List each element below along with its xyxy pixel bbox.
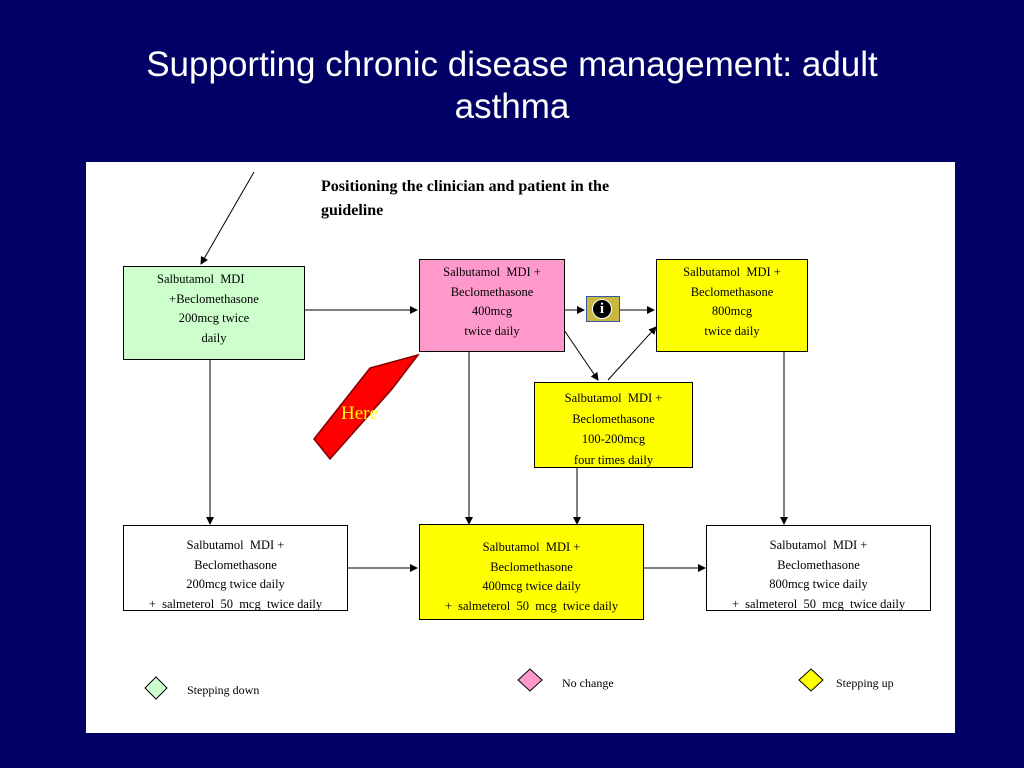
box-line: twice daily bbox=[704, 323, 760, 338]
legend-no-change-swatch bbox=[517, 668, 543, 692]
slide-title: Supporting chronic disease management: a… bbox=[0, 44, 1024, 128]
step-box-yellow-mid: Salbutamol MDI + Beclomethasone 100-200m… bbox=[534, 382, 693, 468]
box-line: Beclomethasone bbox=[194, 557, 277, 572]
box-line: Beclomethasone bbox=[490, 559, 573, 574]
legend-stepping-up-swatch bbox=[798, 668, 824, 692]
box-line: Beclomethasone bbox=[690, 284, 774, 299]
legend-stepping-down-swatch bbox=[144, 676, 168, 700]
arrow-mid-to-yellow bbox=[607, 326, 657, 381]
diagram-heading-line-2: guideline bbox=[321, 202, 384, 219]
slide-title-line-1: Supporting chronic disease management: a… bbox=[146, 45, 878, 84]
legend-stepping-up-label: Stepping up bbox=[836, 676, 894, 690]
box-line: + salmeterol 50 mcg twice daily bbox=[731, 596, 906, 611]
box-line: Salbutamol MDI + bbox=[564, 391, 663, 405]
diagram-heading: Positioning the clinician and patient in… bbox=[321, 175, 721, 223]
box-line: Salbutamol MDI + bbox=[769, 538, 868, 552]
box-line: + salmeterol 50 mcg twice daily bbox=[148, 596, 323, 611]
box-line: +Beclomethasone bbox=[169, 291, 259, 306]
info-icon[interactable]: i bbox=[592, 299, 612, 319]
legend-stepping-down-label: Stepping down bbox=[187, 683, 260, 697]
box-line: Salbutamol MDI + bbox=[482, 540, 581, 554]
box-line: + salmeterol 50 mcg twice daily bbox=[444, 598, 619, 613]
box-line: 800mcg twice daily bbox=[769, 577, 868, 591]
step-box-bottom-right: Salbutamol MDI + Beclomethasone 800mcg t… bbox=[706, 525, 931, 611]
step-box-pink: Salbutamol MDI + Beclomethasone 400mcg t… bbox=[419, 259, 565, 352]
box-line: Salbutamol MDI bbox=[157, 272, 245, 286]
box-line: 200mcg twice bbox=[178, 311, 250, 325]
box-line: daily bbox=[201, 330, 227, 345]
box-line: 400mcg bbox=[471, 304, 513, 318]
box-line: 400mcg twice daily bbox=[482, 579, 581, 593]
step-box-bottom-mid: Salbutamol MDI + Beclomethasone 400mcg t… bbox=[419, 524, 644, 620]
entry-arrow bbox=[200, 171, 255, 265]
here-pointer-label: Here bbox=[341, 403, 378, 424]
connector-arrows: Here bbox=[144, 171, 824, 700]
box-line: Salbutamol MDI + bbox=[683, 265, 781, 279]
step-box-green: Salbutamol MDI +Beclomethasone 200mcg tw… bbox=[123, 266, 305, 360]
arrow-pink-to-mid bbox=[563, 329, 599, 381]
box-line: Salbutamol MDI + bbox=[186, 538, 285, 552]
legend-no-change-label: No change bbox=[562, 676, 614, 690]
guideline-diagram: Here Positioning the clinician and patie… bbox=[86, 162, 955, 733]
step-box-bottom-left: Salbutamol MDI + Beclomethasone 200mcg t… bbox=[123, 525, 348, 611]
box-line: 100-200mcg bbox=[581, 432, 646, 446]
diagram-heading-line-1: Positioning the clinician and patient in… bbox=[321, 178, 610, 195]
box-line: twice daily bbox=[464, 323, 520, 338]
box-line: Beclomethasone bbox=[450, 284, 534, 299]
info-button[interactable]: i bbox=[586, 296, 620, 322]
box-line: Beclomethasone bbox=[777, 557, 860, 572]
box-line: 800mcg bbox=[711, 304, 753, 318]
box-line: Beclomethasone bbox=[572, 411, 655, 426]
here-pointer-arrow bbox=[313, 353, 420, 461]
slide-title-line-2: asthma bbox=[454, 87, 570, 126]
box-line: Salbutamol MDI + bbox=[443, 265, 541, 279]
box-line: 200mcg twice daily bbox=[186, 577, 285, 591]
box-line: four times daily bbox=[573, 452, 654, 467]
step-box-yellow-top: Salbutamol MDI + Beclomethasone 800mcg t… bbox=[656, 259, 808, 352]
